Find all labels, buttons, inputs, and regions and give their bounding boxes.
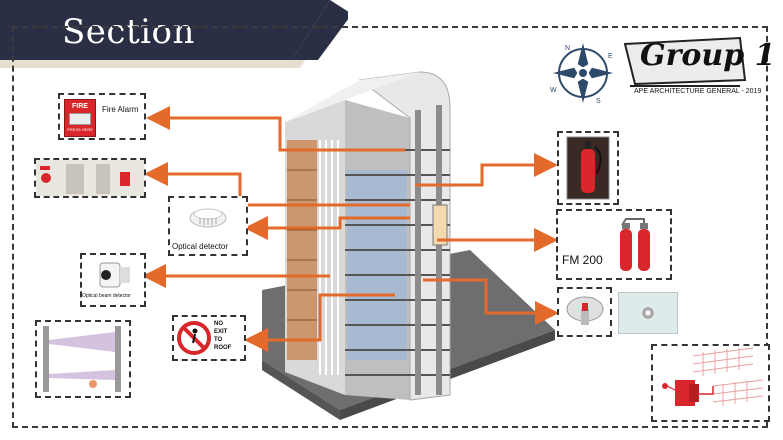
corridor-equipment-box (34, 158, 146, 198)
sprinkler-head-icon (566, 296, 604, 325)
no-exit-line3: TO (214, 337, 223, 343)
optical-beam-detector-label: Optical beam detector (82, 293, 131, 299)
beam-detector-icon (99, 262, 130, 288)
no-entry-sign-icon (177, 321, 211, 355)
fm200-box: FM 200 (556, 209, 672, 280)
compass-n: N (565, 45, 570, 52)
fire-extinguisher-box (557, 131, 619, 205)
fm200-cylinders-icon (620, 218, 650, 271)
fire-alarm-panel-icon: FIRE PRESS HERE (64, 99, 96, 137)
beam-diagram-box (35, 320, 131, 398)
no-exit-line2: EXIT (214, 329, 228, 335)
sprinkler-box (557, 287, 612, 337)
section-title-banner: Section (0, 0, 348, 68)
fire-alarm-box: FIRE PRESS HERE Fire Alarm (58, 93, 146, 140)
logo-tagline: APE ARCHITECTURE GENERAL - 2019 (634, 88, 762, 95)
no-exit-sign-box: NO EXIT TO ROOF (172, 315, 246, 361)
ceiling-sprinkler-photo-icon (618, 292, 678, 334)
optical-beam-detector-box: Optical beam detector (80, 253, 146, 307)
fire-extinguisher-icon (566, 136, 610, 200)
fire-alarm-panel-sub: PRESS HERE (67, 127, 93, 132)
smoke-detector-icon (189, 208, 227, 228)
diagram-frame (12, 26, 768, 428)
optical-detector-box: Optical detector (168, 196, 248, 256)
beam-path-diagram-icon (43, 326, 121, 392)
no-exit-line4: ROOF (214, 345, 232, 351)
logo-brand: Group 1 (640, 38, 776, 73)
piping-network-box (651, 344, 770, 422)
fire-alarm-label: Fire Alarm (102, 105, 139, 114)
suppression-piping-diagram-icon (662, 347, 764, 406)
no-exit-line1: NO (214, 321, 223, 327)
compass-e: E (608, 53, 613, 60)
compass-s: S (596, 98, 601, 105)
corridor-photo-icon (36, 160, 144, 196)
fire-alarm-panel-text: FIRE (72, 103, 88, 110)
page-title: Section (62, 12, 195, 52)
optical-detector-label: Optical detector (172, 242, 229, 251)
compass-w: W (550, 87, 557, 94)
fm200-label: FM 200 (562, 253, 603, 267)
